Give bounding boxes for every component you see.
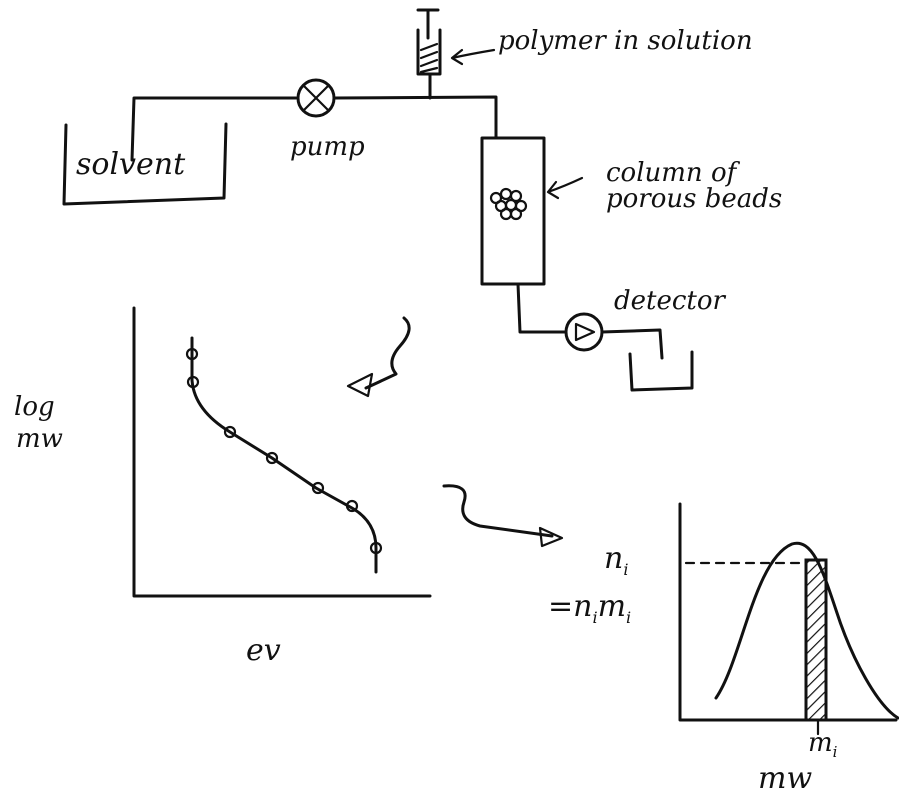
calibration-points bbox=[185, 347, 383, 555]
label-log: log bbox=[14, 392, 55, 422]
squiggle-arrow-to-calibration bbox=[364, 316, 411, 390]
calibration-point bbox=[345, 499, 359, 513]
label-solvent: solvent bbox=[76, 147, 186, 182]
syringe-icon bbox=[416, 8, 442, 100]
label-mw-yaxis: mw bbox=[16, 424, 63, 454]
arrowhead-to-calibration bbox=[346, 372, 374, 398]
distribution-curve bbox=[714, 541, 899, 720]
pump-to-column-line bbox=[332, 95, 498, 140]
solvent-line bbox=[130, 96, 298, 162]
solvent-reservoir bbox=[62, 122, 228, 206]
beads-pointer-arrow bbox=[546, 176, 584, 200]
porous-beads-icon bbox=[489, 187, 528, 221]
label-polymer-in-solution: polymer in solution bbox=[498, 26, 753, 56]
label-detector: detector bbox=[614, 286, 725, 316]
hatched-slice bbox=[804, 558, 828, 722]
label-mw-xaxis: mw bbox=[758, 761, 813, 796]
squiggle-arrow-to-distribution bbox=[442, 484, 554, 538]
calibration-point bbox=[311, 481, 325, 495]
label-column-line2: porous beads bbox=[606, 184, 783, 214]
label-m-i: mi bbox=[808, 728, 838, 762]
label-n-i-m-i: =nimi bbox=[548, 589, 632, 627]
detector-icon bbox=[564, 312, 604, 352]
detector-outlet-line bbox=[600, 328, 664, 360]
column bbox=[480, 136, 546, 286]
label-pump: pump bbox=[290, 132, 365, 162]
label-n-i: ni bbox=[604, 541, 629, 579]
pump-icon bbox=[296, 78, 336, 118]
calibration-axes bbox=[132, 306, 432, 598]
label-column-line1: column of bbox=[606, 158, 737, 188]
calibration-point bbox=[265, 451, 279, 465]
label-ev: ev bbox=[246, 633, 281, 668]
waste-container bbox=[628, 350, 694, 392]
calibration-curve bbox=[190, 336, 378, 574]
calibration-point bbox=[223, 425, 237, 439]
syringe-pointer-arrow bbox=[450, 48, 496, 66]
column-to-detector-line bbox=[516, 282, 568, 334]
calibration-point bbox=[185, 347, 199, 361]
calibration-point bbox=[369, 541, 383, 555]
calibration-point bbox=[186, 375, 200, 389]
distribution-axes bbox=[678, 502, 898, 722]
arrowhead-to-distribution bbox=[538, 526, 564, 548]
